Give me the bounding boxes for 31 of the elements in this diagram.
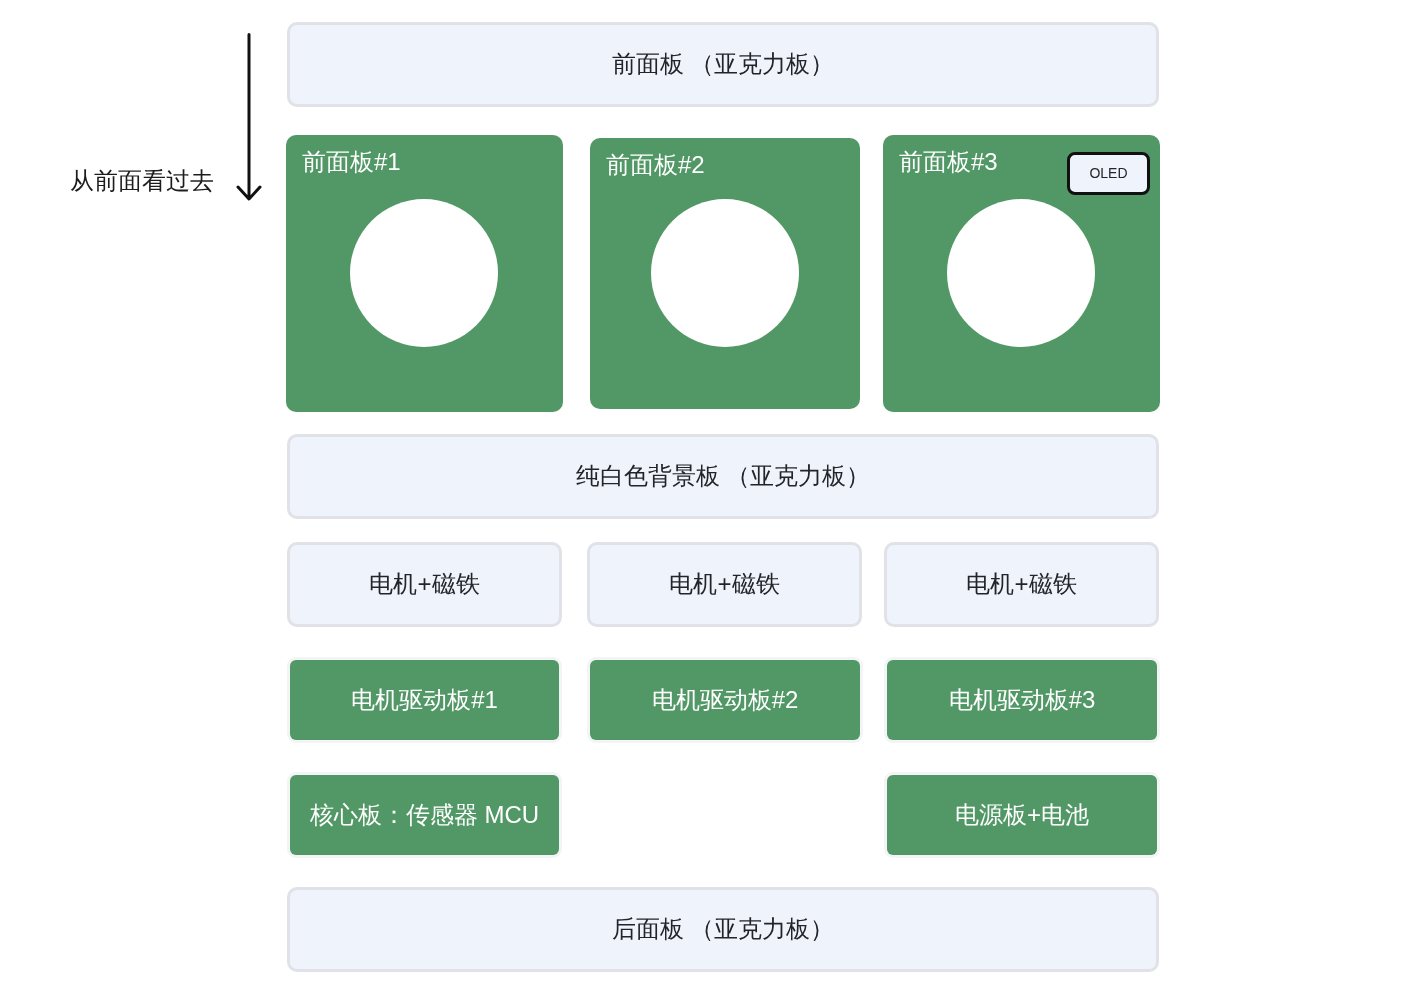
panel-label: 电机+磁铁 bbox=[369, 570, 480, 599]
layer-panel bbox=[587, 542, 862, 627]
board-label: 电机驱动板#1 bbox=[351, 685, 498, 715]
board-strip bbox=[887, 775, 1157, 855]
board-label: 电源板+电池 bbox=[955, 800, 1089, 830]
view-direction-label: 从前面看过去 bbox=[70, 167, 214, 196]
panel-label: 电机+磁铁 bbox=[966, 570, 1077, 599]
panel-label: 纯白色背景板 （亚克力板） bbox=[575, 462, 871, 491]
board-title: 前面板#1 bbox=[302, 148, 401, 177]
board-strip bbox=[887, 660, 1157, 740]
layer-panel bbox=[287, 22, 1159, 107]
layer-panel bbox=[884, 542, 1159, 627]
layer-panel bbox=[287, 542, 562, 627]
board-card bbox=[286, 135, 563, 412]
board-card bbox=[883, 135, 1160, 412]
board-strip bbox=[290, 775, 559, 855]
board-title: 前面板#2 bbox=[606, 151, 705, 180]
panel-label: 电机+磁铁 bbox=[669, 570, 780, 599]
panel-label: 后面板 （亚克力板） bbox=[611, 915, 835, 944]
layer-panel bbox=[287, 887, 1159, 972]
board-strip bbox=[590, 660, 860, 740]
module-tag bbox=[1067, 152, 1150, 195]
board-strip bbox=[290, 660, 559, 740]
board-label: 电机驱动板#2 bbox=[651, 685, 799, 715]
board-label: 核心板：传感器 MCU bbox=[309, 800, 540, 830]
panel-label: 前面板 （亚克力板） bbox=[611, 50, 835, 79]
tag-label: OLED bbox=[1089, 165, 1128, 182]
board-card bbox=[590, 138, 860, 409]
board-title: 前面板#3 bbox=[899, 148, 998, 177]
layer-panel bbox=[287, 434, 1159, 519]
board-label: 电机驱动板#3 bbox=[948, 685, 1096, 715]
